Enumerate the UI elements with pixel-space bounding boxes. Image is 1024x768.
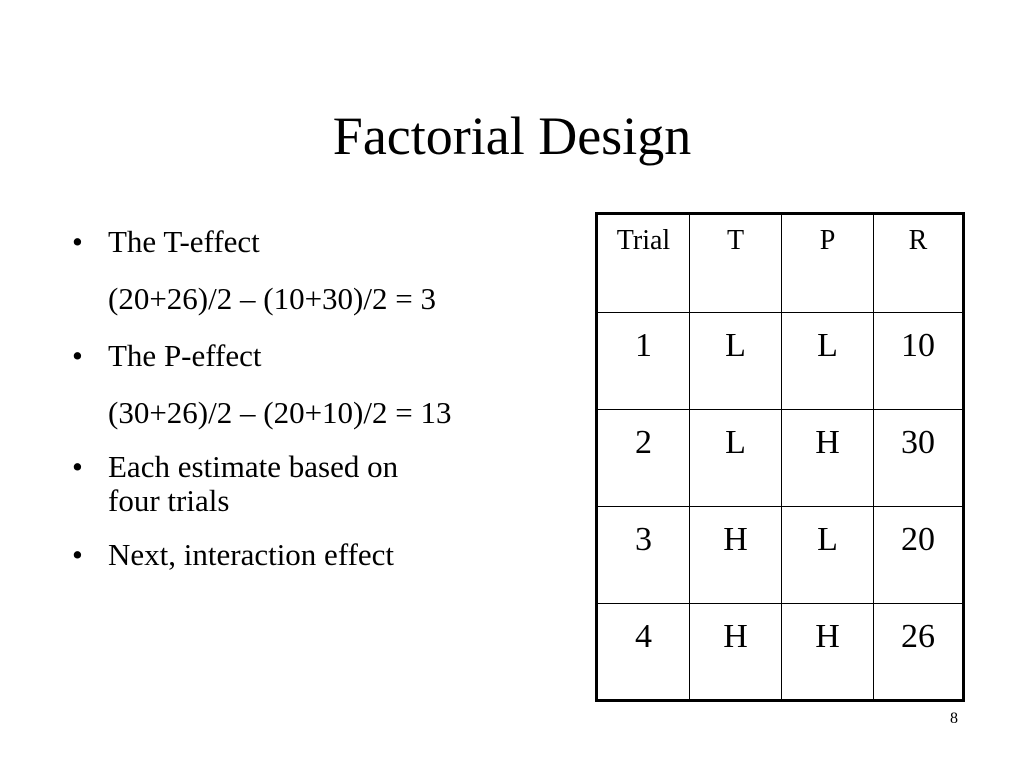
p-effect-calculation: (30+26)/2 – (20+10)/2 = 13	[108, 395, 452, 430]
cell-t: H	[689, 603, 782, 701]
bullet-item-t-effect: • The T-effect	[72, 222, 572, 262]
bullet-text: The P-effect	[108, 338, 262, 373]
bullet-marker: •	[72, 224, 83, 259]
cell-r: 26	[873, 603, 964, 701]
table-header-row: Trial T P R	[596, 213, 964, 313]
cell-p: H	[781, 409, 874, 507]
t-effect-calculation: (20+26)/2 – (10+30)/2 = 3	[108, 281, 436, 316]
cell-r: 30	[873, 409, 964, 507]
cell-trial: 3	[596, 506, 690, 604]
cell-p: H	[781, 603, 874, 701]
cell-trial: 1	[596, 312, 690, 410]
bullet-marker: •	[72, 537, 83, 572]
bullet-text: The T-effect	[108, 224, 260, 259]
slide-title: Factorial Design	[332, 106, 692, 166]
bullet-item-interaction: • Next, interaction effect	[72, 535, 572, 575]
cell-p: L	[781, 506, 874, 604]
table-row: 4 H H 26	[596, 603, 964, 701]
header-p: P	[781, 213, 874, 313]
bullet-item-estimate: • Each estimate based on four trials	[72, 450, 572, 518]
header-t: T	[689, 213, 782, 313]
cell-p: L	[781, 312, 874, 410]
cell-r: 10	[873, 312, 964, 410]
cell-t: L	[689, 409, 782, 507]
bullet-text-line-1: Each estimate based on	[108, 449, 399, 484]
cell-t: H	[689, 506, 782, 604]
header-trial: Trial	[596, 213, 690, 313]
bullet-text: Next, interaction effect	[108, 537, 395, 572]
bullet-list: • The T-effect (20+26)/2 – (10+30)/2 = 3…	[72, 222, 572, 592]
bullet-item-p-effect: • The P-effect	[72, 336, 572, 376]
cell-t: L	[689, 312, 782, 410]
page-number: 8	[950, 710, 958, 727]
table-row: 2 L H 30	[596, 409, 964, 507]
cell-trial: 4	[596, 603, 690, 701]
factorial-table: Trial T P R 1 L L 10 2 L H 30 3 H L 20 4…	[595, 212, 965, 702]
bullet-text-line-2: four trials	[108, 483, 230, 518]
header-r: R	[873, 213, 964, 313]
table-row: 3 H L 20	[596, 506, 964, 604]
bullet-marker: •	[72, 449, 83, 484]
cell-r: 20	[873, 506, 964, 604]
table-row: 1 L L 10	[596, 312, 964, 410]
bullet-marker: •	[72, 338, 83, 373]
cell-trial: 2	[596, 409, 690, 507]
